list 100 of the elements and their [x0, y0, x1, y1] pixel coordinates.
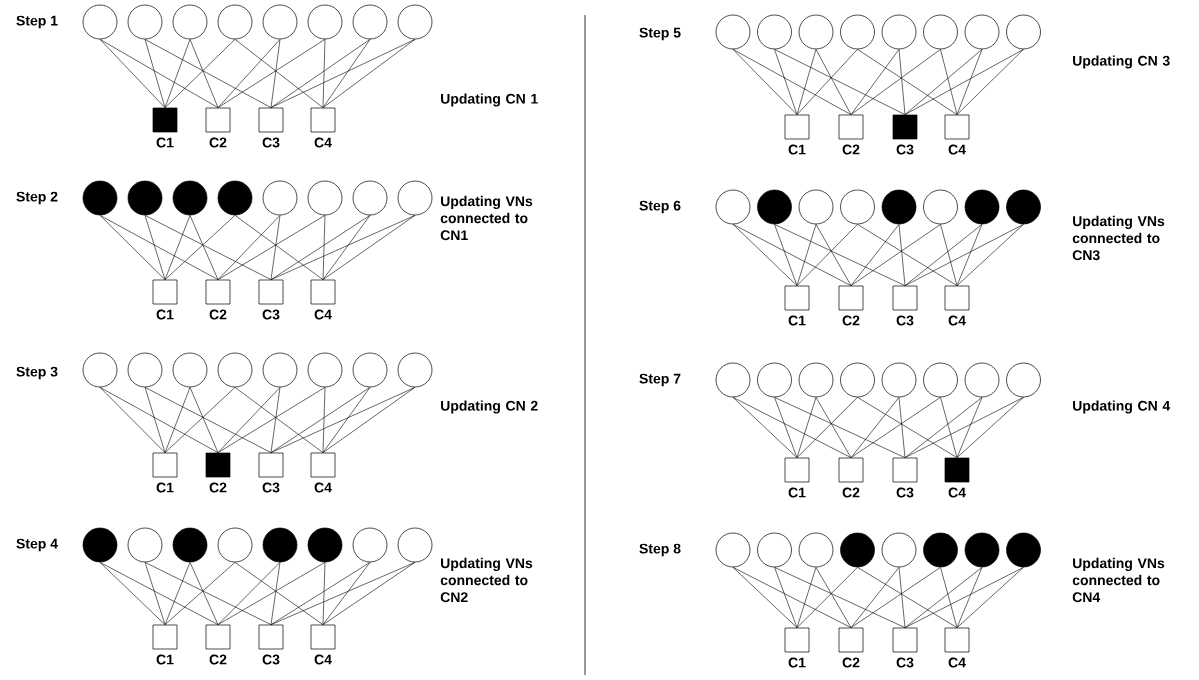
variable-node-circle	[307, 4, 343, 40]
variable-node-circle	[881, 189, 917, 225]
variable-node-circle	[397, 180, 433, 216]
node-label: C2	[209, 137, 227, 148]
step-description: Updating VNs connected to CN2	[440, 557, 533, 603]
edge-line	[898, 49, 906, 115]
step-label: Step 6	[639, 200, 681, 214]
edge-line	[322, 562, 371, 625]
edge-line	[99, 387, 219, 453]
variable-node-circle	[757, 362, 792, 398]
variable-node-circle	[217, 180, 253, 216]
edge-line	[270, 215, 281, 280]
edge-line	[732, 397, 798, 458]
edge-line	[956, 567, 1024, 628]
edge-line	[904, 49, 1024, 115]
edge-line	[270, 39, 416, 108]
edge-line	[796, 49, 817, 115]
edge-line	[99, 215, 219, 280]
variable-node-circle	[757, 14, 792, 50]
edge-line	[732, 397, 852, 458]
node-label: C1	[788, 144, 806, 155]
node-label: C2	[842, 657, 860, 668]
edge-line	[796, 567, 817, 628]
edge-line	[904, 397, 1024, 458]
variable-node-circle	[881, 532, 917, 568]
edge-line	[164, 215, 191, 280]
edge-line	[796, 49, 858, 115]
variable-node-circle	[397, 352, 433, 388]
node-label: C4	[314, 137, 332, 148]
edge-line	[940, 567, 958, 628]
step-label: Step 7	[639, 373, 681, 387]
edge-line	[234, 387, 324, 453]
variable-node-circle	[82, 4, 118, 40]
node-label: C3	[262, 482, 280, 493]
edge-line	[940, 49, 958, 115]
step-description: Updating VNs connected to CN3	[1072, 215, 1165, 261]
step-label: Step 8	[639, 543, 681, 557]
variable-node-circle	[1006, 14, 1041, 50]
edge-line	[144, 39, 272, 108]
edge-line	[732, 567, 852, 628]
variable-node-circle	[352, 527, 388, 563]
edge-line	[270, 387, 371, 453]
edge-line	[270, 387, 416, 453]
variable-node-circle	[840, 362, 875, 398]
edge-line	[956, 567, 983, 628]
edge-line	[144, 39, 166, 108]
variable-node-circle	[397, 4, 433, 40]
variable-node-circle	[923, 532, 958, 568]
node-label: C2	[209, 654, 227, 665]
edge-line	[732, 49, 798, 115]
node-label: C4	[948, 657, 966, 668]
edge-line	[322, 387, 326, 453]
edge-line	[732, 567, 798, 628]
edge-line	[815, 224, 852, 286]
edge-line	[322, 39, 371, 108]
edge-line	[904, 567, 983, 628]
variable-node-circle	[840, 532, 875, 568]
variable-node-circle	[840, 189, 875, 225]
node-label: C4	[314, 654, 332, 665]
node-label: C3	[896, 315, 914, 326]
edge-line	[270, 39, 281, 108]
edge-line	[815, 397, 852, 458]
edge-line	[857, 49, 958, 115]
edge-line	[774, 49, 906, 115]
edge-line	[956, 49, 983, 115]
variable-node-circle	[307, 352, 343, 388]
node-label: C1	[156, 482, 174, 493]
edge-line	[270, 215, 371, 280]
step-description: Updating CN 4	[1073, 400, 1171, 414]
edge-line	[217, 562, 281, 625]
step-description: Updating VNs connected to CN1	[440, 195, 533, 241]
node-label: C3	[896, 144, 914, 155]
step-description: Updating CN 3	[1073, 55, 1170, 69]
variable-node-circle	[352, 352, 388, 388]
node-label: C1	[156, 309, 174, 320]
variable-node-circle	[307, 180, 343, 216]
variable-node-circle	[881, 14, 917, 50]
edge-line	[904, 567, 1024, 628]
edge-line	[144, 562, 272, 625]
edge-line	[898, 567, 906, 628]
edge-line	[144, 215, 166, 280]
edge-line	[857, 224, 958, 286]
variable-node-circle	[127, 4, 163, 40]
edge-line	[217, 562, 326, 625]
edge-line	[189, 39, 219, 108]
variable-node-circle	[217, 527, 253, 563]
edge-line	[956, 397, 983, 458]
variable-node-circle	[923, 362, 958, 398]
step-description: Updating CN 1	[441, 93, 538, 107]
node-label: C1	[788, 657, 806, 668]
edge-line	[850, 224, 900, 286]
edge-line	[270, 562, 416, 625]
edge-line	[956, 224, 1024, 286]
node-label: C3	[262, 137, 280, 148]
variable-node-circle	[127, 180, 163, 216]
edge-line	[956, 397, 1024, 458]
node-label: C2	[842, 487, 860, 498]
edge-line	[774, 397, 798, 458]
edge-line	[774, 567, 906, 628]
edge-line	[850, 397, 900, 458]
